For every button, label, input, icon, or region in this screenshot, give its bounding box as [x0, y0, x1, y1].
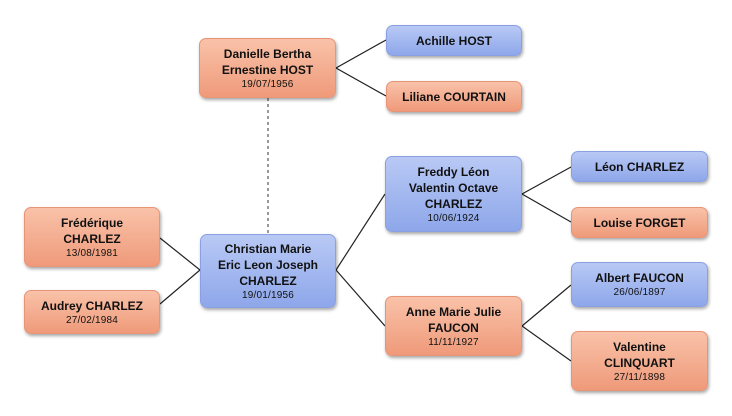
person-name: Achille HOST [415, 33, 492, 48]
person-name: Liliane COURTAIN [402, 89, 506, 104]
person-box-freddy-charlez[interactable]: Freddy Léon Valentin Octave CHARLEZ 10/0… [385, 156, 522, 232]
person-date: 27/11/1898 [613, 371, 666, 383]
connector-freddy-parents [520, 166, 572, 223]
person-box-liliane-courtain[interactable]: Liliane COURTAIN [386, 81, 522, 112]
person-date: 19/01/1956 [241, 289, 295, 301]
person-box-frederique-charlez[interactable]: Frédérique CHARLEZ 13/08/1981 [24, 207, 160, 267]
person-name: Albert FAUCON [595, 271, 684, 285]
person-name: Audrey CHARLEZ [40, 298, 143, 313]
connector-children [159, 237, 201, 305]
person-box-valentine-clinquart[interactable]: Valentine CLINQUART 27/11/1898 [571, 331, 708, 391]
person-date: 19/07/1956 [241, 78, 294, 90]
person-date: 10/06/1924 [427, 212, 480, 224]
person-date: 26/06/1897 [613, 287, 666, 298]
connector-christian-parents [335, 193, 386, 327]
person-box-louise-forget[interactable]: Louise FORGET [571, 207, 708, 238]
person-box-audrey-charlez[interactable]: Audrey CHARLEZ 27/02/1984 [24, 290, 160, 334]
person-name: Anne Marie Julie FAUCON [405, 304, 502, 335]
person-name: Christian Marie Eric Leon Joseph CHARLEZ [217, 241, 319, 288]
person-name: Danielle Bertha Ernestine HOST [221, 46, 314, 77]
person-box-christian-charlez[interactable]: Christian Marie Eric Leon Joseph CHARLEZ… [200, 234, 336, 308]
person-box-achille-host[interactable]: Achille HOST [386, 25, 522, 56]
person-box-danielle-host[interactable]: Danielle Bertha Ernestine HOST 19/07/195… [199, 38, 336, 98]
person-box-leon-charlez[interactable]: Léon CHARLEZ [571, 151, 708, 182]
person-box-albert-faucon[interactable]: Albert FAUCON 26/06/1897 [571, 262, 708, 307]
person-box-anne-faucon[interactable]: Anne Marie Julie FAUCON 11/11/1927 [385, 296, 522, 356]
connector-anne-parents [521, 284, 572, 362]
person-name: Freddy Léon Valentin Octave CHARLEZ [408, 164, 499, 211]
person-date: 11/11/1927 [428, 336, 479, 348]
person-name: Louise FORGET [593, 215, 686, 230]
connector-danielle-parents [334, 39, 387, 97]
person-name: Léon CHARLEZ [594, 159, 685, 174]
person-date: 27/02/1984 [65, 314, 119, 326]
person-name: Frédérique CHARLEZ [60, 215, 123, 246]
person-name: Valentine CLINQUART [604, 339, 675, 370]
person-date: 13/08/1981 [65, 247, 119, 259]
